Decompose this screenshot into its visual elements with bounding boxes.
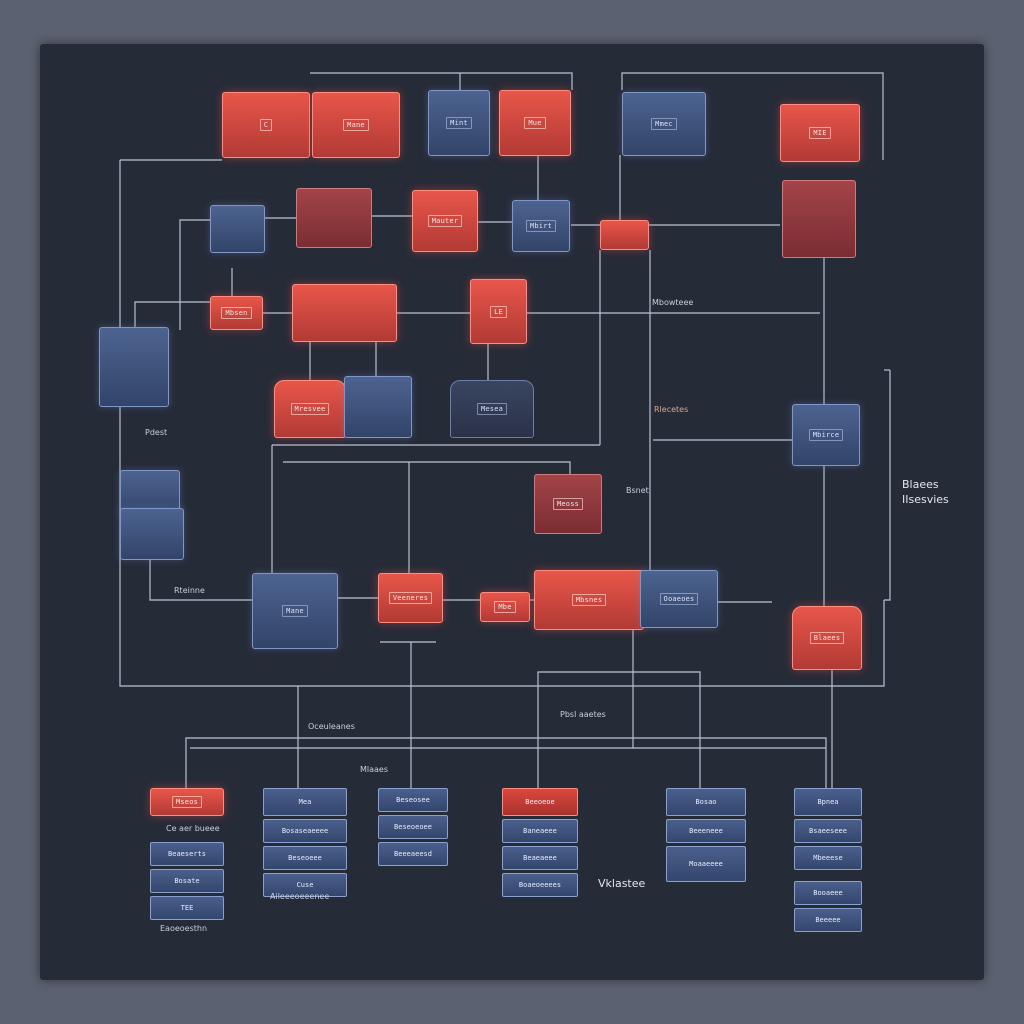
column-caption: Ce aer bueee — [166, 824, 220, 833]
node-label: LE — [490, 305, 507, 318]
column-row[interactable]: Boaeoeeees — [502, 873, 578, 897]
column-row[interactable]: Mea — [263, 788, 347, 816]
node-label: Mbsnes — [571, 594, 607, 606]
diagram-label: Rteinne — [174, 586, 205, 595]
node-label: Mmec — [651, 118, 677, 130]
diagram-label: Pdest — [145, 428, 168, 437]
column-row[interactable]: Beeoeoe — [502, 788, 578, 816]
column-row[interactable]: Beeeaeesd — [378, 842, 448, 866]
node-label: Mesea — [476, 403, 508, 415]
column-row[interactable]: Cuse — [263, 873, 347, 897]
node-label: Mbsen — [221, 307, 252, 319]
column-row[interactable]: Beseoeoee — [378, 815, 448, 839]
node-block[interactable]: Mauter — [412, 190, 478, 252]
node-label: Mbirt — [525, 220, 557, 232]
column-row[interactable]: Moaaeeee — [666, 846, 746, 882]
column-row[interactable]: Beaeserts — [150, 842, 224, 866]
column-row[interactable]: Beaeaeee — [502, 846, 578, 870]
column-caption: Aileeeoeeenee — [270, 892, 330, 901]
node-label: Mue — [524, 117, 546, 129]
column-row[interactable]: Bosaseaeeee — [263, 819, 347, 843]
node-label: Mbirce — [808, 429, 844, 441]
node-block[interactable]: Mesea — [450, 380, 534, 438]
node-label: C — [259, 119, 273, 131]
node-block[interactable]: Mue — [499, 90, 571, 156]
node-label: Mauter — [427, 215, 463, 227]
node-block[interactable] — [210, 205, 265, 253]
node-block[interactable]: Mbe — [480, 592, 530, 622]
node-label: Mbe — [494, 601, 516, 613]
node-block[interactable]: Blaees — [792, 606, 862, 670]
node-block[interactable]: Mresvee — [274, 380, 346, 438]
column-row[interactable]: Bosate — [150, 869, 224, 893]
column-row[interactable]: Baneaeee — [502, 819, 578, 843]
column-row[interactable]: Mbeeese — [794, 846, 862, 870]
node-block[interactable]: Ooaeoes — [640, 570, 718, 628]
diagram-label-line: Blaees — [902, 478, 939, 491]
node-block[interactable]: Mbsen — [210, 296, 263, 330]
node-block[interactable]: Mmec — [622, 92, 706, 156]
column-stack: Beaeserts Bosate TEE — [150, 842, 224, 920]
node-label: Mint — [446, 117, 472, 129]
column-row[interactable]: Bosao — [666, 788, 746, 816]
column-stack: Beseosee Beseoeoee Beeeaeesd — [378, 788, 448, 866]
column-stack: Bosao Beeeneee Moaaeeee — [666, 788, 746, 882]
node-block[interactable] — [344, 376, 412, 438]
column-row[interactable]: Beeeneee — [666, 819, 746, 843]
column-row[interactable]: Beseosee — [378, 788, 448, 812]
node-block[interactable] — [782, 180, 856, 258]
node-block[interactable] — [99, 327, 169, 407]
node-block[interactable] — [296, 188, 372, 248]
column-stack: Mea Bosaseaeeee Beseoeee Cuse — [263, 788, 347, 897]
diagram-label: Mlaaes — [360, 765, 389, 774]
node-block[interactable]: MIE — [780, 104, 860, 162]
column-header[interactable]: Mseos — [150, 788, 224, 816]
node-block[interactable] — [120, 508, 184, 560]
node-block[interactable] — [600, 220, 649, 250]
diagram-label: Mbowteee — [652, 298, 694, 307]
node-block[interactable] — [292, 284, 397, 342]
diagram-label-line: IIsesvies — [902, 493, 949, 506]
column-row[interactable]: Beseoeee — [263, 846, 347, 870]
column-stack: Bpnea Bsaeeseee Mbeeese Booaeee Beeeee — [794, 788, 862, 932]
column-caption: Eaoeoesthn — [160, 924, 208, 933]
node-label: Ooaeoes — [659, 593, 699, 605]
diagram-label: Bsnet — [626, 486, 649, 495]
node-block[interactable]: C — [222, 92, 310, 158]
diagram-label: Pbsl aaetes — [560, 710, 606, 719]
node-label: Veeneres — [388, 592, 433, 604]
node-block[interactable]: Mbsnes — [534, 570, 644, 630]
node-label: Mane — [282, 605, 308, 617]
column-stack: Beeoeoe Baneaeee Beaeaeee Boaeoeeees — [502, 788, 578, 897]
diagram-label: Vklastee — [598, 877, 646, 890]
node-block[interactable]: Mane — [312, 92, 400, 158]
node-block[interactable]: Meoss — [534, 474, 602, 534]
column-row[interactable]: Booaeee — [794, 881, 862, 905]
node-label: Blaees — [809, 632, 845, 644]
node-block[interactable]: Mbirt — [512, 200, 570, 252]
node-block[interactable]: Veeneres — [378, 573, 443, 623]
node-label: MIE — [809, 127, 831, 139]
node-block[interactable]: LE — [470, 279, 527, 344]
node-block[interactable]: Mbirce — [792, 404, 860, 466]
column-row[interactable]: TEE — [150, 896, 224, 920]
node-block[interactable]: Mane — [252, 573, 338, 649]
node-block[interactable]: Mint — [428, 90, 490, 156]
column-row[interactable]: Bpnea — [794, 788, 862, 816]
node-label: Mresvee — [290, 403, 330, 415]
column-row[interactable]: Bsaeeseee — [794, 819, 862, 843]
node-label: Mane — [343, 119, 369, 131]
node-label: Mseos — [171, 796, 203, 808]
node-label: Meoss — [552, 498, 584, 510]
diagram-label: Rlecetes — [654, 405, 689, 414]
column-row[interactable]: Beeeee — [794, 908, 862, 932]
diagram-label: Oceuleanes — [308, 722, 355, 731]
